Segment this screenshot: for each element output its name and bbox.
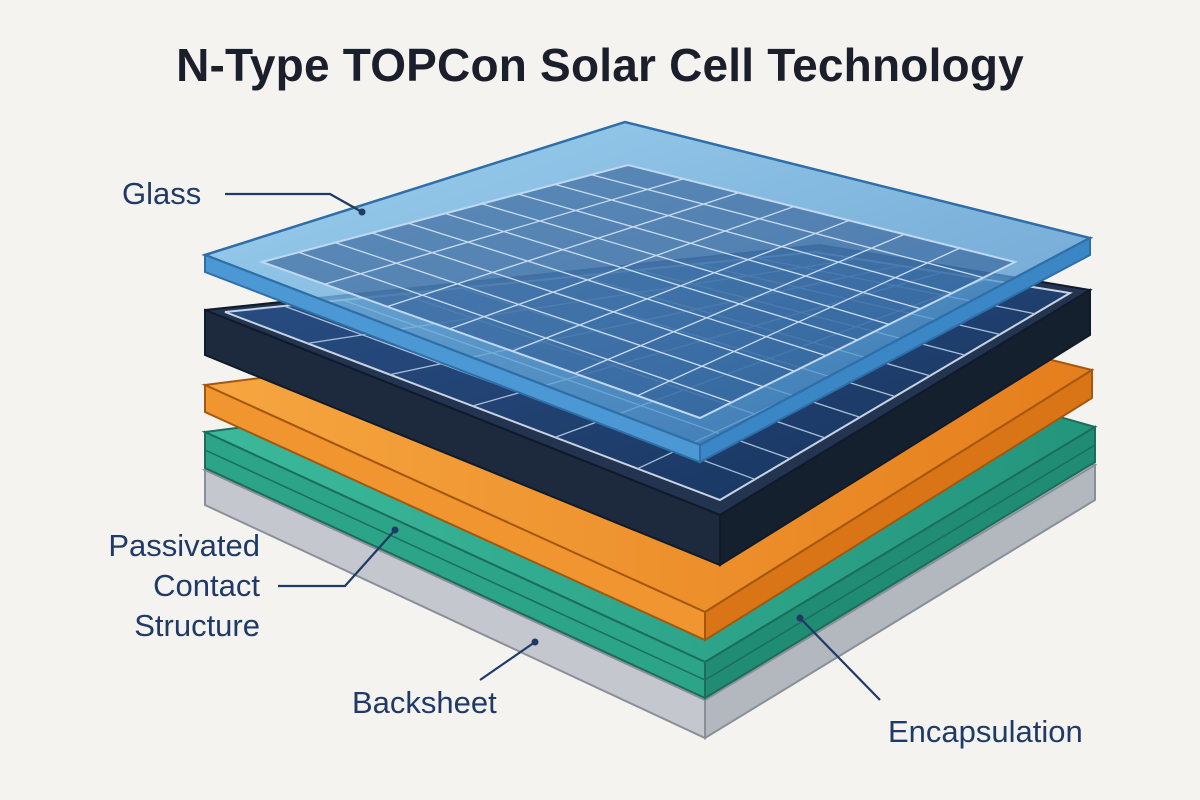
leader-lines — [225, 192, 881, 701]
diagram-title: N-Type TOPCon Solar Cell Technology — [176, 39, 1024, 91]
glass-layer — [201, 120, 1094, 464]
encapsulation-leader-line — [799, 617, 881, 701]
glass-inner-panel — [258, 163, 1018, 420]
cell-grid-line — [554, 183, 953, 294]
cell-grid-line — [334, 241, 764, 388]
glass-leader-line — [225, 192, 363, 213]
glass-side-edge — [699, 236, 1091, 464]
passivation-side — [704, 368, 1093, 642]
cell-grid-line — [449, 205, 795, 330]
glass-cell-grid — [298, 174, 984, 404]
passivated-leader-line — [278, 529, 396, 588]
passivated-contact-label: Passivated Contact Structure — [60, 526, 260, 646]
cell-grid-line — [298, 251, 732, 404]
glass-label: Glass — [122, 176, 202, 211]
encapsulation-label: Encapsulation — [888, 714, 1083, 749]
cell-grid-line — [444, 212, 858, 341]
passivated-label-line-2: Contact — [153, 568, 260, 603]
cell-frame-side — [719, 288, 1091, 567]
cell-grid-line — [574, 233, 905, 375]
cell-grid-line — [481, 203, 890, 326]
cell-grid-line — [637, 247, 960, 397]
passivated-label-line-3: Structure — [134, 608, 260, 643]
passivated-label-line-1: Passivated — [108, 528, 260, 563]
backsheet-label: Backsheet — [352, 685, 497, 720]
cell-grid-line — [408, 222, 827, 357]
backsheet-side — [704, 463, 1096, 740]
cell-grid-line — [518, 193, 921, 310]
cell-grid-line — [386, 192, 739, 308]
cell-grid-line — [371, 232, 795, 372]
backsheet-leader-line — [479, 641, 536, 681]
cell-grid-line — [591, 174, 984, 279]
cell-grid-line — [324, 178, 684, 285]
cell-grid-line — [512, 219, 850, 352]
